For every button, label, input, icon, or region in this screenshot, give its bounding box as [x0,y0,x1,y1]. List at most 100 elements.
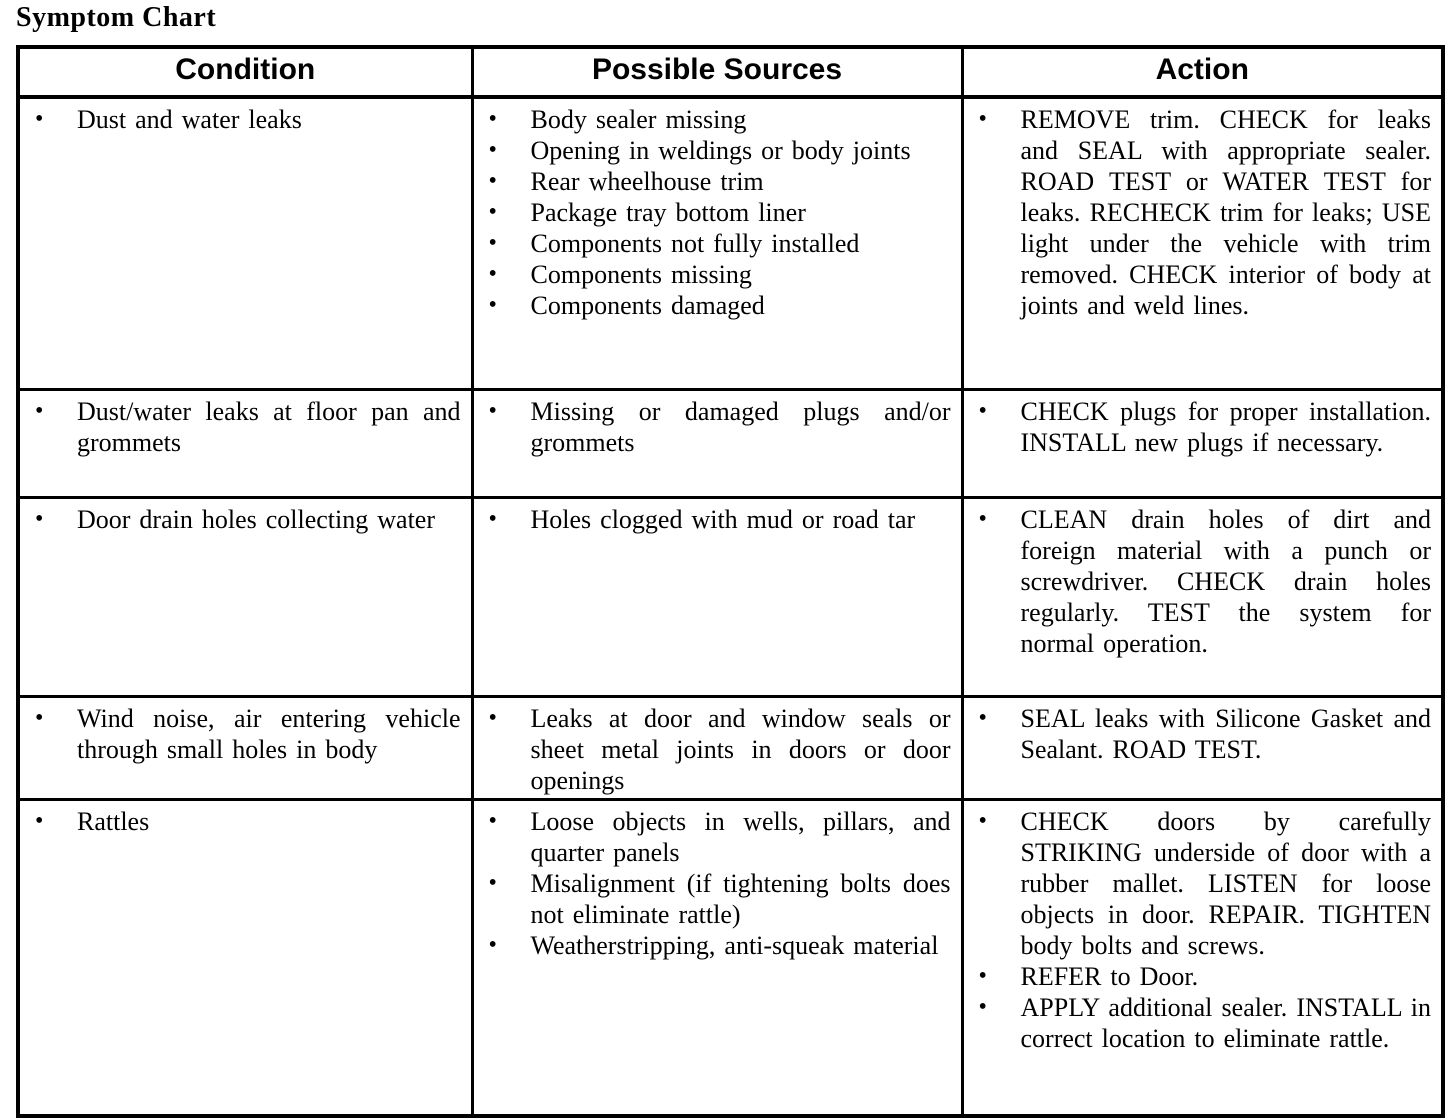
bullet-icon: • [978,994,987,1020]
condition-cell: • Dust and water leaks [16,95,474,391]
column-header-action: Action [960,45,1445,99]
action-text: CLEAN drain holes of dirt and foreign ma… [1020,505,1432,658]
bullet-icon: • [488,808,497,834]
list-item: • APPLY additional sealer. INSTALL in co… [976,992,1434,1054]
source-text: Package tray bottom liner [530,198,806,227]
action-cell: • SEAL leaks with Silicone Gasket and Se… [960,695,1445,801]
list-item: • Holes clogged with mud or road tar [486,504,953,535]
table-row: • Rattles • Loose objects in wells, pill… [16,798,1445,1118]
bullet-icon: • [488,106,497,132]
bullet-icon: • [488,932,497,958]
sources-cell: • Missing or damaged plugs and/or gromme… [470,388,964,499]
bullet-icon: • [488,398,497,424]
action-text: REMOVE trim. CHECK for leaks and SEAL wi… [1020,105,1432,320]
bullet-icon: • [488,199,497,225]
sources-cell: • Loose objects in wells, pillars, and q… [470,798,964,1118]
sources-cell: • Leaks at door and window seals or shee… [470,695,964,801]
symptom-chart-table: Condition Possible Sources Action • Dust… [16,45,1445,1118]
list-item: • Dust/water leaks at floor pan and grom… [32,396,463,458]
bullet-icon: • [488,870,497,896]
bullet-icon: • [488,506,497,532]
bullet-icon: • [978,963,987,989]
list-item: • CLEAN drain holes of dirt and foreign … [976,504,1434,659]
action-cell: • CHECK plugs for proper installation. I… [960,388,1445,499]
bullet-icon: • [488,261,497,287]
source-text: Misalignment (if tightening bolts does n… [530,869,951,929]
bullet-icon: • [978,705,987,731]
list-item: • Components missing [486,259,953,290]
bullet-icon: • [488,292,497,318]
column-header-condition: Condition [16,45,474,99]
list-item: • Weatherstripping, anti-squeak material [486,930,953,961]
table-row: • Dust and water leaks • Body sealer mis… [16,95,1445,391]
table-row: • Door drain holes collecting water • Ho… [16,496,1445,698]
action-text: REFER to Door. [1020,962,1199,991]
list-item: • Misalignment (if tightening bolts does… [486,868,953,930]
sources-cell: • Holes clogged with mud or road tar [470,496,964,698]
table-row: • Wind noise, air entering vehicle throu… [16,695,1445,801]
list-item: • Rear wheelhouse trim [486,166,953,197]
condition-text: Door drain holes collecting water [77,505,435,534]
bullet-icon: • [35,106,44,132]
bullet-icon: • [488,137,497,163]
condition-cell: • Dust/water leaks at floor pan and grom… [16,388,474,499]
action-cell: • CLEAN drain holes of dirt and foreign … [960,496,1445,698]
condition-cell: • Door drain holes collecting water [16,496,474,698]
condition-text: Dust and water leaks [77,105,302,134]
list-item: • Missing or damaged plugs and/or gromme… [486,396,953,458]
action-text: CHECK plugs for proper installation. INS… [1020,397,1432,457]
condition-cell: • Rattles [16,798,474,1118]
action-cell: • REMOVE trim. CHECK for leaks and SEAL … [960,95,1445,391]
list-item: • Rattles [32,806,463,837]
list-item: • Door drain holes collecting water [32,504,463,535]
bullet-icon: • [488,230,497,256]
bullet-icon: • [978,106,987,132]
bullet-icon: • [978,398,987,424]
condition-cell: • Wind noise, air entering vehicle throu… [16,695,474,801]
list-item: • CHECK doors by carefully STRIKING unde… [976,806,1434,961]
list-item: • Dust and water leaks [32,104,463,135]
list-item: • SEAL leaks with Silicone Gasket and Se… [976,703,1434,765]
list-item: • REFER to Door. [976,961,1434,992]
source-text: Missing or damaged plugs and/or grommets [530,397,951,457]
bullet-icon: • [978,506,987,532]
source-text: Rear wheelhouse trim [530,167,764,196]
source-text: Body sealer missing [530,105,747,134]
bullet-icon: • [488,705,497,731]
column-header-possible-sources: Possible Sources [470,45,964,99]
condition-text: Dust/water leaks at floor pan and gromme… [77,397,461,457]
source-text: Components not fully installed [530,229,860,258]
list-item: • Components damaged [486,290,953,321]
list-item: • Body sealer missing [486,104,953,135]
list-item: • CHECK plugs for proper installation. I… [976,396,1434,458]
source-text: Leaks at door and window seals or sheet … [530,704,951,795]
list-item: • Loose objects in wells, pillars, and q… [486,806,953,868]
table-header-row: Condition Possible Sources Action [16,45,1445,99]
bullet-icon: • [35,705,44,731]
list-item: • Leaks at door and window seals or shee… [486,703,953,796]
action-text: APPLY additional sealer. INSTALL in corr… [1020,993,1432,1053]
source-text: Components damaged [530,291,765,320]
action-cell: • CHECK doors by carefully STRIKING unde… [960,798,1445,1118]
condition-text: Rattles [77,807,150,836]
source-text: Loose objects in wells, pillars, and qua… [530,807,951,867]
action-text: SEAL leaks with Silicone Gasket and Seal… [1020,704,1432,764]
bullet-icon: • [35,808,44,834]
bullet-icon: • [35,398,44,424]
condition-text: Wind noise, air entering vehicle through… [77,704,461,764]
list-item: • Package tray bottom liner [486,197,953,228]
source-text: Weatherstripping, anti-squeak material [530,931,939,960]
list-item: • Opening in weldings or body joints [486,135,953,166]
bullet-icon: • [488,168,497,194]
table-row: • Dust/water leaks at floor pan and grom… [16,388,1445,499]
list-item: • Components not fully installed [486,228,953,259]
page-title: Symptom Chart [16,2,217,33]
bullet-icon: • [35,506,44,532]
source-text: Opening in weldings or body joints [530,136,911,165]
bullet-icon: • [978,808,987,834]
source-text: Holes clogged with mud or road tar [530,505,916,534]
sources-cell: • Body sealer missing • Opening in weldi… [470,95,964,391]
action-text: CHECK doors by carefully STRIKING unders… [1020,807,1432,960]
list-item: • Wind noise, air entering vehicle throu… [32,703,463,765]
